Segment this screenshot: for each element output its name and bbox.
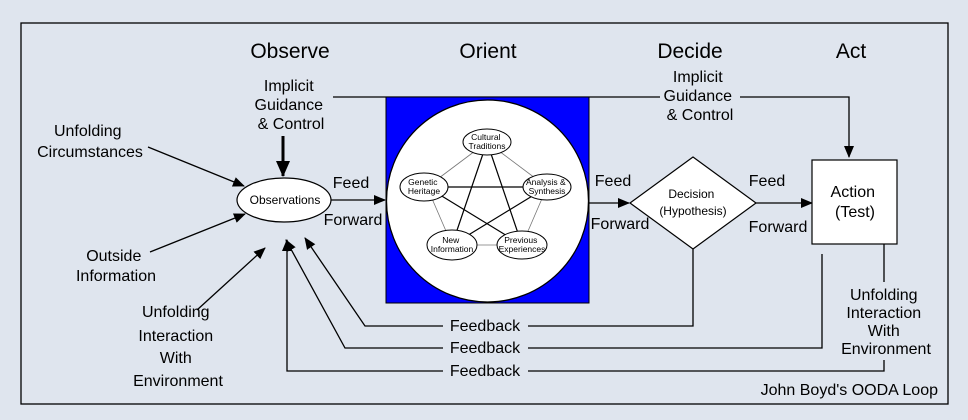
feedback-decision-line (304, 237, 694, 327)
node-genetic-heritage (399, 172, 449, 202)
action-node (811, 159, 898, 245)
action-label: Action (Test) (831, 184, 880, 221)
node-analysis-synthesis (522, 173, 572, 201)
feedback-label-3: Feedback (450, 363, 521, 380)
svg-text:Cultural Traditions: Cultural Traditions (468, 132, 505, 151)
diagram-frame (20, 22, 949, 405)
svg-text:New Information: New Information (431, 235, 474, 254)
outside-information-arrow (149, 213, 246, 253)
header-act: Act (836, 40, 867, 63)
svg-text:Analysis & Synthesis: Analysis & Synthesis (526, 177, 568, 196)
decision-label: Decision (Hypothesis) (659, 187, 726, 218)
svg-text:Previous Experiences: Previous Experiences (499, 235, 546, 254)
unfolding-circumstances-label: Unfolding Circumstances (37, 123, 143, 161)
unfolding-interaction-left-label: Unfolding Interaction With Environment (133, 304, 223, 390)
unfolding-interaction-right-label: Unfolding Interaction With Environment (841, 287, 931, 358)
header-orient: Orient (459, 40, 516, 63)
forward-label-3: Forward (749, 219, 808, 236)
node-cultural-traditions (462, 128, 512, 156)
header-observe: Observe (250, 40, 329, 63)
feedback-label-2: Feedback (450, 340, 521, 357)
feedback-environment-lower-line (282, 239, 885, 372)
outside-information-label: Outside Information (76, 248, 156, 285)
feedback-action-line (285, 239, 823, 349)
feed-label-2: Feed (595, 173, 631, 190)
decision-node (628, 156, 758, 250)
diagram-caption: John Boyd's OODA Loop (761, 382, 938, 399)
unfolding-interaction-arrow (196, 247, 266, 311)
forward-label-1: Forward (324, 212, 383, 229)
svg-text:Genetic Heritage: Genetic Heritage (408, 177, 440, 196)
unfolding-circumstances-arrow (147, 146, 245, 187)
feedback-label-1: Feedback (450, 318, 521, 335)
node-new-information (426, 229, 478, 261)
guidance-left-label: Implicit Guidance & Control (255, 78, 328, 133)
forward-label-2: Forward (591, 216, 650, 233)
guidance-right-label: Implicit Guidance & Control (664, 69, 737, 124)
header-decide: Decide (657, 40, 722, 63)
node-previous-experiences (496, 230, 548, 260)
feed-label-3: Feed (749, 173, 785, 190)
feed-label-1: Feed (333, 175, 369, 192)
observations-label: Observations (250, 193, 321, 207)
